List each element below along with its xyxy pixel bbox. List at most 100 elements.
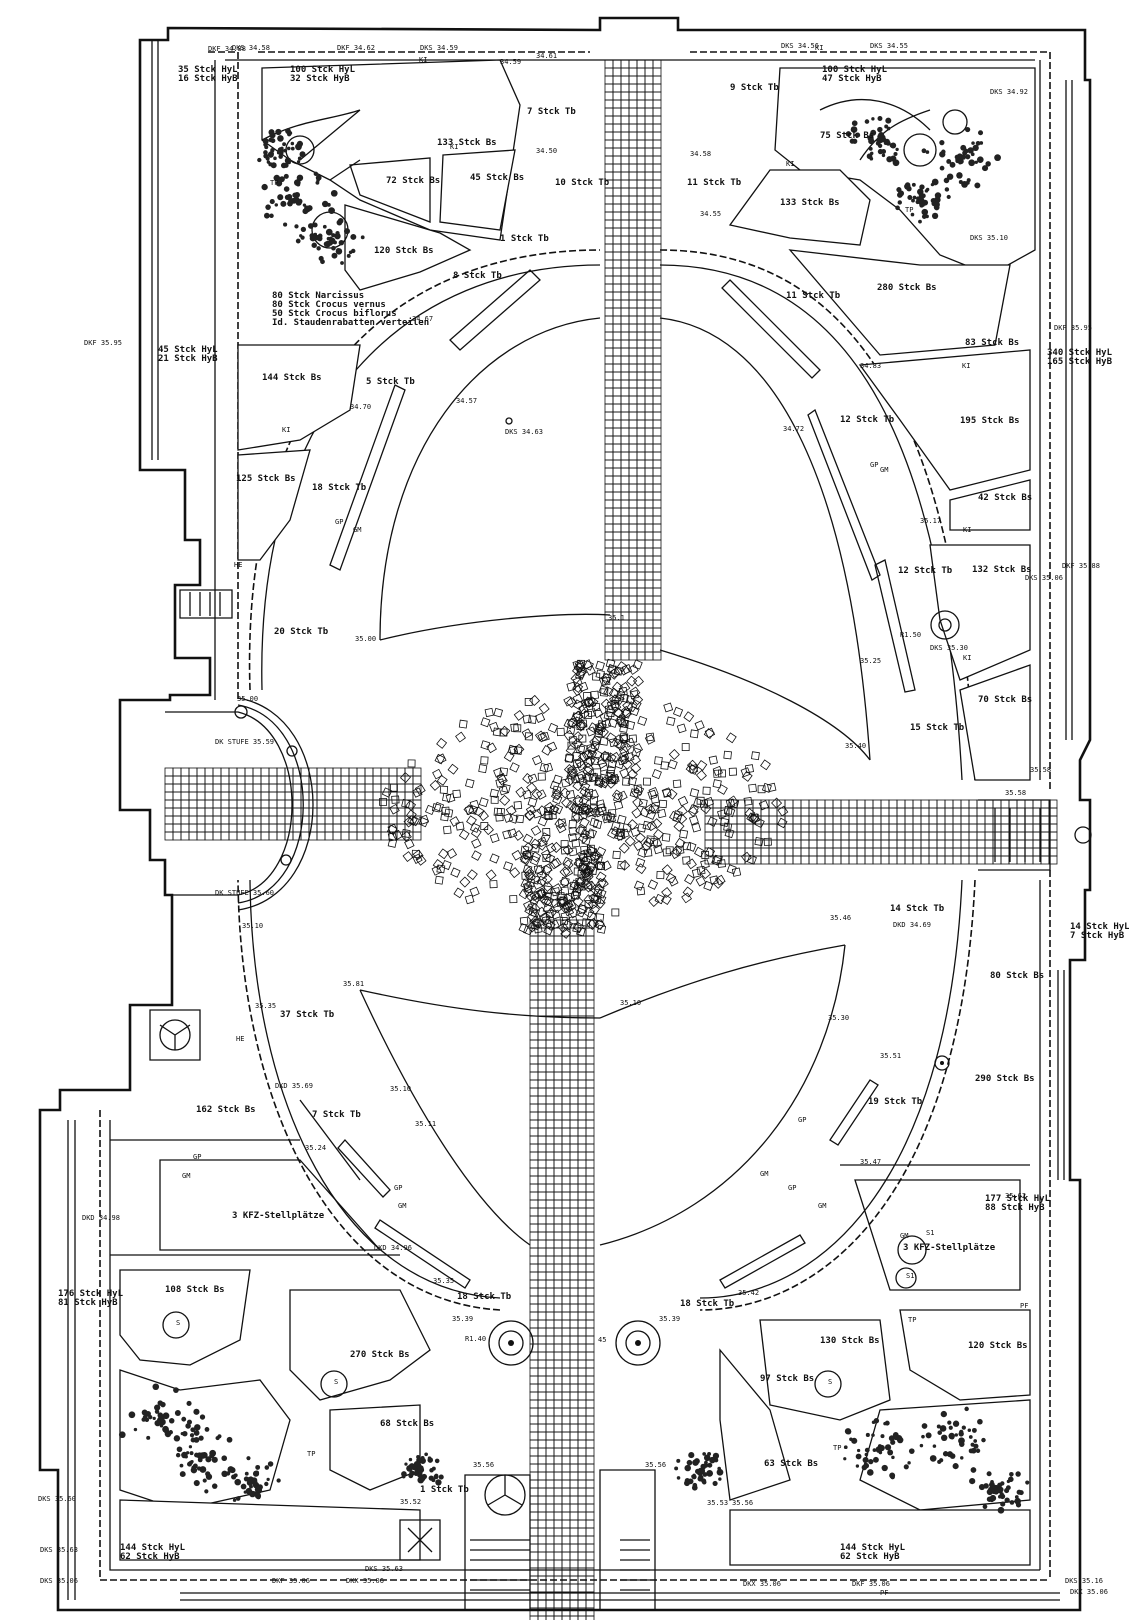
- paving-stone: [832, 855, 842, 865]
- zone-labels: KIKIKIKIKIKIKIKIHEGPGMGPGMHEGMGPGPGMGMGP…: [176, 44, 1028, 1597]
- paving-stone: [569, 1543, 579, 1553]
- planting-label: 100 Stck HyL: [290, 65, 356, 75]
- paving-stone: [561, 1583, 571, 1593]
- paving-stone: [480, 740, 491, 750]
- paving-stone: [604, 563, 614, 573]
- paving-stone: [644, 267, 654, 277]
- paving-stone: [636, 147, 646, 157]
- paving-stone: [816, 815, 826, 825]
- paving-stone: [588, 789, 600, 800]
- paving-stone: [604, 243, 614, 253]
- shrub-dot: [211, 1483, 218, 1489]
- paving-stone: [268, 775, 278, 785]
- paving-stone: [473, 806, 485, 818]
- shrub-dot: [907, 1461, 911, 1465]
- paving-stone: [628, 587, 638, 597]
- paving-stone: [628, 131, 638, 141]
- paving-stone: [620, 395, 630, 405]
- paving-stone: [324, 799, 334, 809]
- elevation-label: 34.58: [690, 150, 711, 158]
- paving-stone: [620, 483, 630, 493]
- paving-stone: [743, 796, 753, 806]
- paving-stone: [561, 1319, 571, 1329]
- paving-stone: [545, 1191, 555, 1201]
- shrub-dot: [300, 235, 305, 240]
- paving-stone: [529, 1415, 539, 1425]
- paving-stone: [636, 275, 646, 285]
- paving-stone: [620, 571, 630, 581]
- paving-stone: [529, 1239, 539, 1249]
- elevation-label: DKS 34.56: [781, 42, 819, 50]
- paving-stone: [612, 315, 622, 325]
- paving-stone: [661, 864, 673, 876]
- paving-stone: [585, 1279, 595, 1289]
- paving-stone: [561, 1295, 571, 1305]
- paving-stone: [523, 900, 534, 911]
- paving-stone: [968, 799, 978, 809]
- paving-stone: [628, 251, 638, 261]
- shrub-dot: [205, 1456, 212, 1463]
- paving-stone: [569, 975, 579, 985]
- paving-stone: [537, 1183, 547, 1193]
- paving-stone: [656, 808, 667, 819]
- paving-stone: [604, 547, 614, 557]
- paving-stone: [636, 451, 646, 461]
- paving-stone: [553, 1559, 563, 1569]
- paving-stone: [553, 1455, 563, 1465]
- elevation-label: 35.24: [305, 1144, 326, 1152]
- paving-stone: [644, 139, 654, 149]
- paving-stone: [644, 211, 654, 221]
- paving-stone: [577, 1311, 587, 1321]
- paving-stone: [585, 1423, 595, 1433]
- paving-stone: [740, 767, 751, 778]
- paving-stone: [612, 171, 622, 181]
- paving-stone: [620, 355, 630, 365]
- paving-stone: [172, 831, 182, 841]
- paving-stone: [220, 807, 230, 817]
- paving-stone: [604, 411, 614, 421]
- paving-stone: [679, 829, 689, 839]
- elevation-label: DKS 35.30: [930, 644, 968, 652]
- paving-stone: [652, 59, 662, 69]
- paving-stone: [644, 467, 654, 477]
- paving-stone: [537, 1447, 547, 1457]
- paving-stone: [577, 1527, 587, 1537]
- paving-stone: [880, 831, 890, 841]
- paving-stone: [539, 893, 550, 905]
- paving-stone: [604, 515, 614, 525]
- paving-stone: [644, 179, 654, 189]
- paving-stone: [992, 839, 1002, 849]
- paving-stone: [411, 849, 420, 858]
- paving-stone: [545, 1407, 555, 1417]
- paving-stone: [612, 555, 622, 565]
- shrub-dot: [974, 160, 978, 165]
- paving-stone: [537, 1527, 547, 1537]
- paving-stone: [537, 1375, 547, 1385]
- paving-stone: [620, 91, 630, 101]
- paving-stone: [576, 760, 587, 772]
- paving-stone: [577, 1255, 587, 1265]
- paving-stone: [670, 848, 681, 860]
- paving-stone: [544, 920, 556, 931]
- paving-stone: [577, 1599, 587, 1609]
- paving-stone: [704, 807, 714, 817]
- paving-stone: [585, 1247, 595, 1257]
- paving-stone: [537, 1167, 547, 1177]
- paving-stone: [561, 1519, 571, 1529]
- paving-stone: [561, 1615, 571, 1620]
- paving-stone: [960, 839, 970, 849]
- shrub-dot: [921, 208, 929, 216]
- paving-stone: [542, 854, 551, 863]
- paving-stone: [604, 187, 614, 197]
- paving-stone: [569, 1343, 579, 1353]
- paving-stone: [356, 831, 366, 841]
- paving-stone: [545, 1367, 555, 1377]
- shrub-dot: [276, 1478, 281, 1483]
- shrub-dot: [262, 138, 269, 145]
- paving-stone: [509, 745, 519, 755]
- paving-stone: [568, 826, 578, 836]
- paving-stone: [545, 1087, 555, 1097]
- paving-stone: [228, 831, 238, 841]
- paving-stone: [588, 772, 598, 782]
